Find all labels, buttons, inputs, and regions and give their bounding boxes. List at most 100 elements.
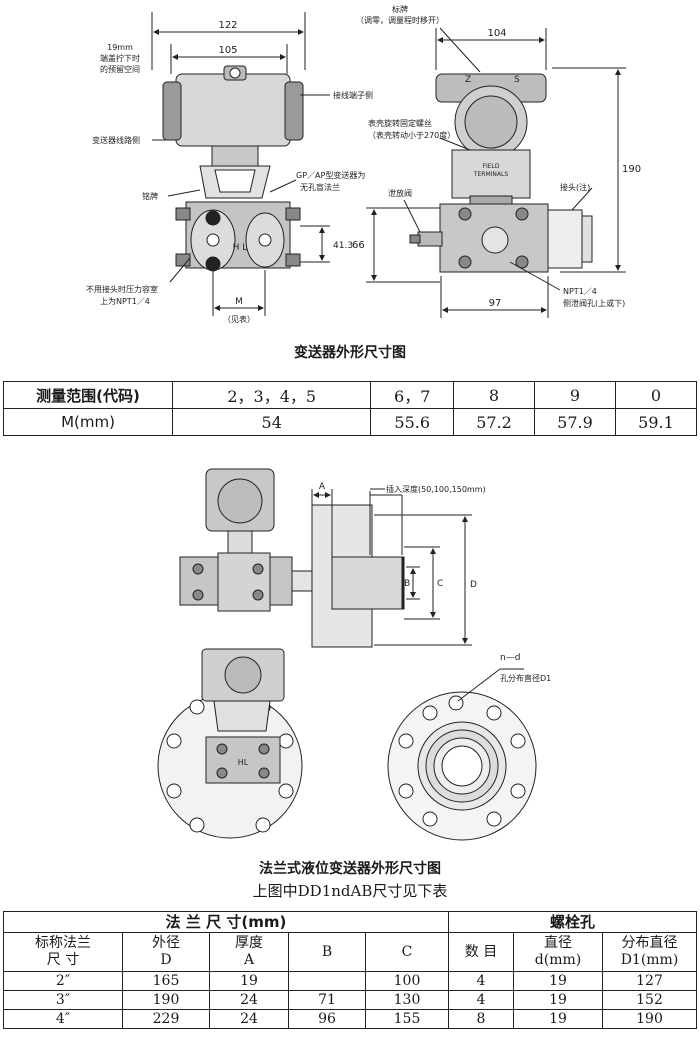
dim-104: 104 <box>487 28 506 39</box>
label-vent-valve: 泄放阀 <box>388 188 412 198</box>
col-nominal-line2: 尺 寸 <box>46 952 80 968</box>
label-no-fitting-line2: 上为NPT1／4 <box>100 296 150 306</box>
table-cell: 2″ <box>3 971 123 991</box>
label-terminals: TERMINALS <box>473 171 509 178</box>
table-cell: 165 <box>122 971 210 991</box>
col-outer-line1: 外径 <box>152 935 180 951</box>
table-cell: 19 <box>513 990 603 1010</box>
dim-m: M <box>235 297 243 307</box>
dim-m-note: （见表） <box>223 314 255 324</box>
label-no-fitting-line1: 不用接头时压力容室 <box>86 284 158 294</box>
table-cell: 24 <box>209 1009 289 1029</box>
label-hl: H L <box>233 243 248 253</box>
fig2-caption: 法兰式液位变送器外形尺寸图 <box>259 861 441 877</box>
table-row: 2″ 165 19 100 4 19 127 <box>3 971 697 991</box>
table-row: M(mm) 54 55.6 57.2 57.9 59.1 <box>3 408 698 436</box>
label-z: Z <box>465 75 471 85</box>
dim-66: 66 <box>352 240 365 251</box>
m-value-cell: 57.9 <box>534 408 616 436</box>
fig2-subcaption: 上图中DD1ndAB尺寸见下表 <box>252 882 448 900</box>
table-cell: 4 <box>448 990 514 1010</box>
table-cell: 100 <box>365 971 449 991</box>
table-cell: 127 <box>602 971 697 991</box>
table-cell: 3″ <box>3 990 123 1010</box>
flange-transmitter-drawing: A 插入深度(50,100,150mm) B C D n—d 孔分布直径D1 H… <box>157 468 551 841</box>
table-cell: 19 <box>209 971 289 991</box>
label-hl-front: HL <box>238 758 249 767</box>
note-19mm-line2: 端盖拧下时 <box>100 53 140 63</box>
range-header-cell: 测量范围(代码) <box>3 381 173 409</box>
label-gp-ap-line2: 无孔盲法兰 <box>300 182 340 192</box>
col-b: B <box>288 932 366 972</box>
label-terminal-side: 接线端子侧 <box>333 90 373 100</box>
dim-a: A <box>319 482 326 492</box>
col-dist: 分布直径 D1(mm) <box>602 932 697 972</box>
label-d1: 孔分布直径D1 <box>500 673 551 683</box>
col-dist-line1: 分布直径 <box>621 935 678 951</box>
table-row: 标称法兰 尺 寸 外径 D 厚度 A B C 数 目 直径 d(mm) 分布直径… <box>3 932 697 972</box>
label-insert-depth: 插入深度(50,100,150mm) <box>386 484 486 494</box>
table-cell: 152 <box>602 990 697 1010</box>
dim-d: D <box>470 580 477 590</box>
table-row: 4″ 229 24 96 155 8 19 190 <box>3 1009 697 1029</box>
col-dia: 直径 d(mm) <box>513 932 603 972</box>
table-cell: 155 <box>365 1009 449 1029</box>
flange-dimension-table: 法 兰 尺 寸(mm) 螺栓孔 标称法兰 尺 寸 外径 D 厚度 A B C 数… <box>3 911 697 1029</box>
table-cell: 4″ <box>3 1009 123 1029</box>
dim-190: 190 <box>622 164 641 175</box>
range-code-cell: 2，3，4，5 <box>171 381 372 409</box>
table-row: 法 兰 尺 寸(mm) 螺栓孔 <box>3 911 697 933</box>
col-dist-line2: D1(mm) <box>620 952 679 968</box>
range-code-cell: 9 <box>534 381 616 409</box>
label-joint: 接头(注) <box>560 182 590 192</box>
table-cell: 190 <box>122 990 210 1010</box>
table-row: 测量范围(代码) 2，3，4，5 6，7 8 9 0 <box>3 381 698 409</box>
dim-105: 105 <box>218 45 237 56</box>
label-housing-screw-line2: （表壳转动小于270度） <box>368 130 455 140</box>
dim-41-3: 41.3 <box>333 241 353 251</box>
m-value-cell: 57.2 <box>453 408 535 436</box>
transmitter-outline-drawing: 122 105 19mm 端盖拧下时 的预留空间 接线端子侧 变送器线路侧 GP… <box>86 4 641 324</box>
table-cell: 8 <box>448 1009 514 1029</box>
m-value-cell: 54 <box>171 408 372 436</box>
col-thick: 厚度 A <box>209 932 289 972</box>
label-tag-line1: 标牌 <box>392 4 408 14</box>
label-npt-line1: NPT1／4 <box>563 287 597 296</box>
table-cell: 190 <box>602 1009 697 1029</box>
col-dia-line1: 直径 <box>544 935 572 951</box>
group-flange-dims: 法 兰 尺 寸(mm) <box>3 911 449 933</box>
label-housing-screw-line1: 表壳旋转固定螺丝 <box>368 118 432 128</box>
col-dia-line2: d(mm) <box>534 952 582 968</box>
label-tag-line2: （调零，调量程时移开） <box>356 15 444 25</box>
table-cell: 96 <box>288 1009 366 1029</box>
table-cell: 71 <box>288 990 366 1010</box>
col-count: 数 目 <box>448 932 514 972</box>
m-value-cell: 59.1 <box>614 408 698 436</box>
col-nominal-line1: 标称法兰 <box>35 935 91 951</box>
dim-122: 122 <box>218 20 237 31</box>
dim-97: 97 <box>489 298 502 309</box>
label-npt-line2: 侧泄阀孔(上或下) <box>563 298 625 308</box>
label-circuit-side: 变送器线路侧 <box>92 135 140 145</box>
table-cell: 24 <box>209 990 289 1010</box>
table-cell: 130 <box>365 990 449 1010</box>
table-cell: 19 <box>513 1009 603 1029</box>
col-thick-line2: A <box>243 952 255 968</box>
col-outer: 外径 D <box>122 932 210 972</box>
table-cell: 19 <box>513 971 603 991</box>
range-code-cell: 6，7 <box>370 381 455 409</box>
label-nd: n—d <box>500 653 520 663</box>
table-cell <box>288 971 366 991</box>
range-code-cell: 0 <box>614 381 698 409</box>
col-c: C <box>365 932 449 972</box>
label-nameplate: 铭牌 <box>142 191 158 201</box>
fig1-caption: 变送器外形尺寸图 <box>294 345 406 361</box>
note-19mm-line1: 19mm <box>107 43 133 52</box>
group-bolt-holes: 螺栓孔 <box>448 911 697 933</box>
label-s: S <box>514 75 520 85</box>
dim-c: C <box>437 579 443 589</box>
table-cell: 229 <box>122 1009 210 1029</box>
note-19mm-line3: 的预留空间 <box>100 64 140 74</box>
m-label-cell: M(mm) <box>3 408 173 436</box>
dim-b: B <box>404 579 410 589</box>
